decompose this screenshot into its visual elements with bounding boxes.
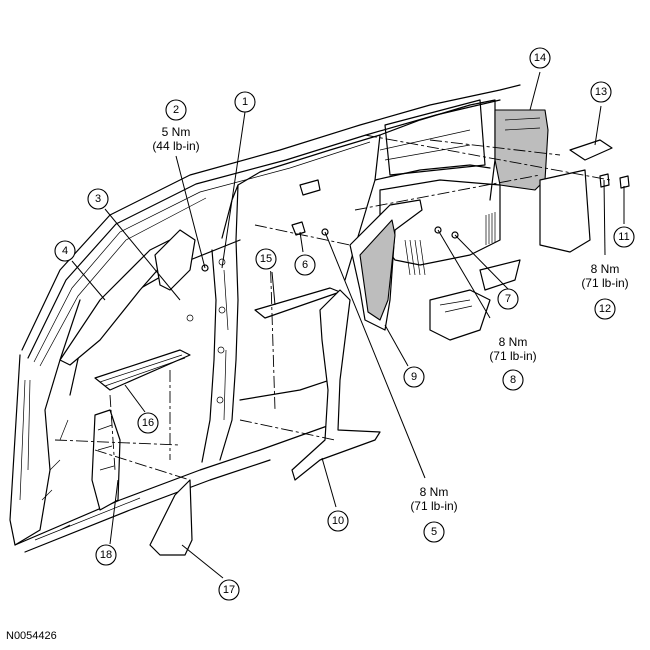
rear-quarter-upper-trim-panel bbox=[494, 109, 549, 191]
svg-text:8 Nm: 8 Nm bbox=[420, 485, 449, 499]
callout-18: 18 bbox=[95, 544, 117, 566]
svg-text:16: 16 bbox=[142, 417, 154, 429]
svg-text:8 Nm: 8 Nm bbox=[591, 262, 620, 276]
torque-spec-item5: 8 Nm (71 lb-in) bbox=[410, 485, 457, 513]
callout-2: 2 bbox=[165, 99, 187, 121]
rear-quarter-lower-trim-panel bbox=[539, 169, 591, 253]
svg-text:5 Nm: 5 Nm bbox=[162, 125, 191, 139]
kick-panel bbox=[149, 479, 193, 556]
fastener-11 bbox=[619, 175, 630, 189]
a-pillar-upper-trim-panel bbox=[154, 229, 196, 291]
svg-text:18: 18 bbox=[100, 549, 112, 561]
seat-belt-guide bbox=[291, 221, 306, 236]
torque-spec-item2: 5 Nm (44 lb-in) bbox=[152, 125, 199, 153]
callout-4: 4 bbox=[54, 240, 76, 262]
callout-14: 14 bbox=[529, 47, 551, 69]
svg-text:14: 14 bbox=[534, 52, 546, 64]
callout-1: 1 bbox=[234, 91, 256, 113]
callout-12: 12 bbox=[594, 298, 616, 320]
b-pillar-lower-trim-panel bbox=[291, 289, 381, 481]
svg-text:15: 15 bbox=[260, 253, 272, 265]
callout-16: 16 bbox=[137, 412, 159, 434]
callout-5: 5 bbox=[423, 521, 445, 543]
svg-text:4: 4 bbox=[62, 245, 68, 257]
callout-13: 13 bbox=[590, 81, 612, 103]
svg-text:8 Nm: 8 Nm bbox=[499, 335, 528, 349]
figure-id-label: N0054426 bbox=[6, 630, 57, 642]
svg-text:8: 8 bbox=[510, 374, 516, 386]
torque-spec-item8: 8 Nm (71 lb-in) bbox=[489, 335, 536, 363]
svg-text:6: 6 bbox=[302, 259, 308, 271]
svg-text:7: 7 bbox=[505, 293, 511, 305]
svg-text:12: 12 bbox=[599, 303, 611, 315]
torque-spec-item12: 8 Nm (71 lb-in) bbox=[581, 262, 628, 290]
callout-11: 11 bbox=[613, 226, 635, 248]
svg-text:5: 5 bbox=[431, 526, 437, 538]
svg-text:9: 9 bbox=[411, 371, 417, 383]
callout-17: 17 bbox=[218, 579, 240, 601]
callout-7: 7 bbox=[497, 288, 519, 310]
callout-9: 9 bbox=[403, 366, 425, 388]
callout-3: 3 bbox=[87, 188, 109, 210]
svg-text:1: 1 bbox=[242, 96, 248, 108]
svg-text:13: 13 bbox=[595, 86, 607, 98]
callout-10: 10 bbox=[327, 510, 349, 532]
front-scuff-plate bbox=[94, 349, 191, 391]
c-pillar-trim-inner bbox=[359, 219, 396, 321]
svg-text:3: 3 bbox=[95, 193, 101, 205]
vent-grille bbox=[404, 212, 496, 276]
callout-6: 6 bbox=[294, 254, 316, 276]
svg-text:(71 lb-in): (71 lb-in) bbox=[410, 499, 457, 513]
callout-15: 15 bbox=[255, 248, 277, 270]
vehicle-body-outline bbox=[9, 84, 521, 553]
svg-text:(44 lb-in): (44 lb-in) bbox=[152, 139, 199, 153]
svg-text:11: 11 bbox=[618, 231, 629, 243]
leader-lines bbox=[71, 71, 625, 579]
upper-bracket bbox=[299, 179, 321, 196]
svg-text:(71 lb-in): (71 lb-in) bbox=[581, 276, 628, 290]
installation-lines bbox=[54, 134, 611, 481]
callout-8: 8 bbox=[502, 369, 524, 391]
svg-text:10: 10 bbox=[332, 515, 344, 527]
svg-text:(71 lb-in): (71 lb-in) bbox=[489, 349, 536, 363]
rear-trim-bracket bbox=[569, 139, 613, 161]
cowl-side-trim-panel bbox=[91, 409, 121, 511]
svg-text:2: 2 bbox=[173, 104, 179, 116]
svg-text:17: 17 bbox=[223, 584, 235, 596]
